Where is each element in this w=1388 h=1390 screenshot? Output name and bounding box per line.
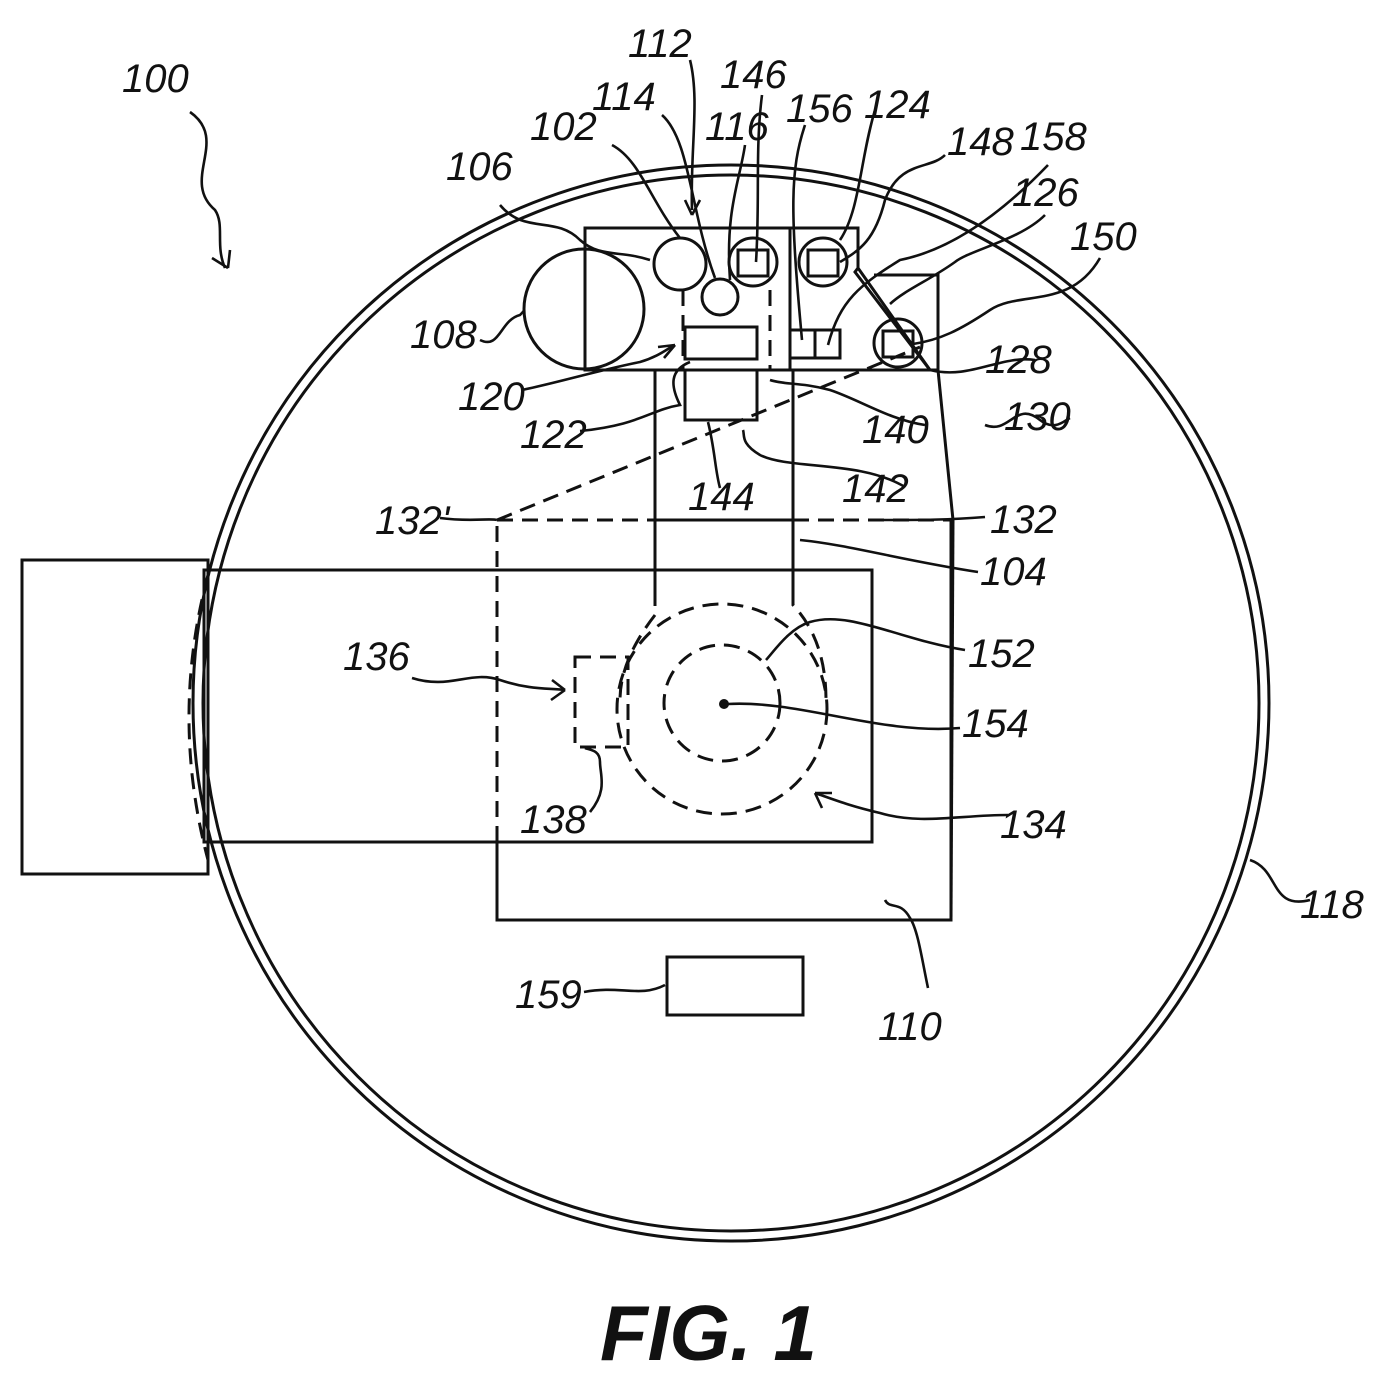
label-159: 159 [515,973,582,1017]
label-128: 128 [985,338,1052,382]
label-102: 102 [530,105,597,149]
label-138: 138 [520,798,587,842]
label-104: 104 [980,550,1047,594]
label-144: 144 [688,475,755,519]
label-148: 148 [947,120,1014,164]
stem-104 [620,370,826,700]
component-159 [667,957,803,1015]
label-132-prime: 132' [375,499,451,543]
label-156: 156 [786,87,853,131]
frame-rect-110 [497,520,951,920]
label-112: 112 [628,22,692,66]
label-146: 146 [720,53,787,97]
side-port [22,560,208,874]
label-122: 122 [520,413,587,457]
label-130: 130 [1004,395,1071,439]
label-126: 126 [1012,171,1079,215]
label-142: 142 [842,467,909,511]
label-136: 136 [343,635,410,679]
circle-114 [702,279,738,315]
label-132: 132 [990,498,1057,542]
sensor-146 [729,238,777,286]
label-114: 114 [592,75,656,119]
circle-106 [654,238,706,290]
label-152: 152 [968,632,1035,676]
label-150: 150 [1070,215,1137,259]
figure-caption: FIG. 1 [600,1289,817,1377]
center-point-154 [719,699,729,709]
label-116: 116 [705,105,770,149]
label-118: 118 [1300,883,1365,927]
component-122 [685,327,757,359]
label-106: 106 [446,145,513,189]
label-110: 110 [878,1005,942,1049]
label-108: 108 [410,313,477,357]
leader-lines [190,60,1310,992]
label-158: 158 [1020,115,1087,159]
label-140: 140 [862,408,929,452]
label-154: 154 [962,702,1029,746]
label-100: 100 [122,57,189,101]
sensor-148 [799,238,847,286]
label-124: 124 [864,83,931,127]
label-134: 134 [1000,803,1067,847]
label-120: 120 [458,375,525,419]
